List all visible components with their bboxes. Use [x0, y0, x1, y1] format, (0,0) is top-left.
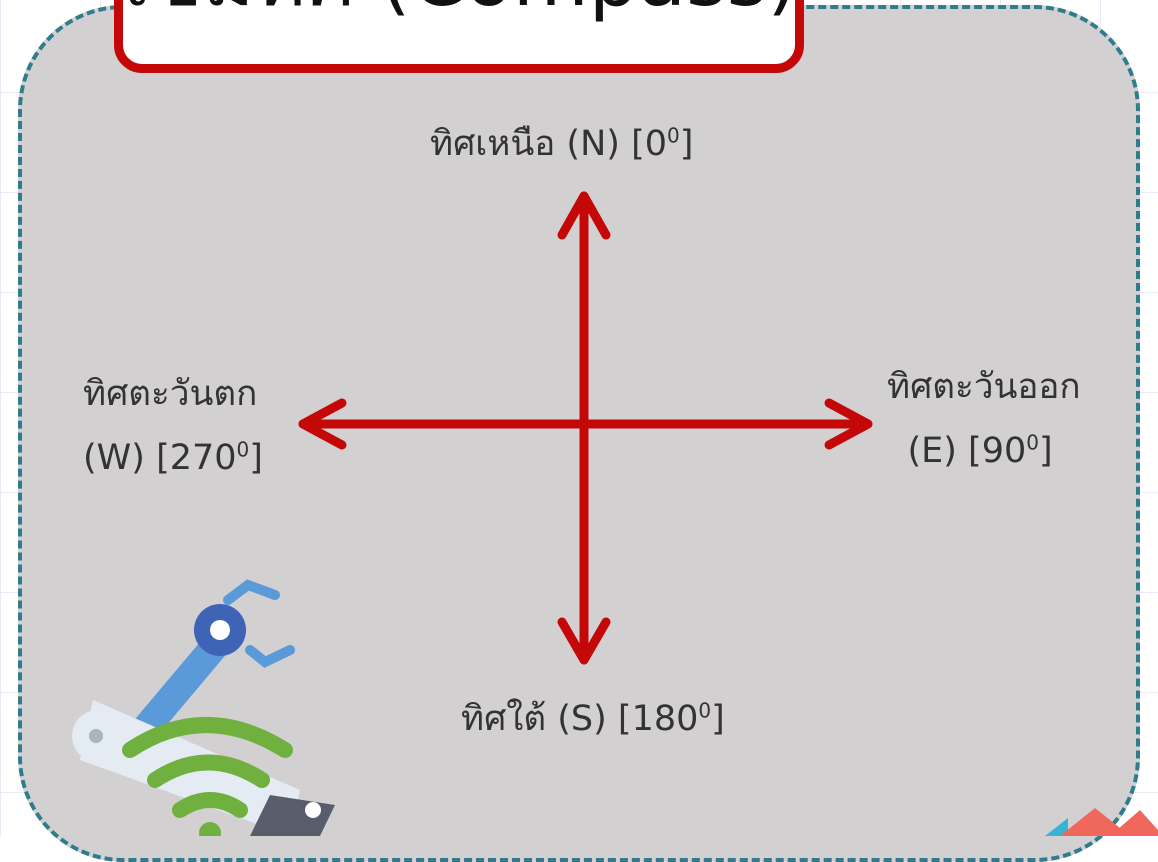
- east-label: ทิศตะวันออก (E) [900]: [887, 367, 1081, 471]
- corner-triangles-decoration: [1045, 808, 1158, 836]
- north-arrowhead: [557, 191, 611, 240]
- compass-cross: [72, 191, 1158, 836]
- south-arrowhead: [557, 617, 611, 665]
- north-label: ทิศเหนือ (N) [00]: [430, 123, 694, 164]
- south-label: ทิศใต้ (S) [1800]: [461, 698, 725, 739]
- east-arrowhead: [824, 398, 873, 450]
- west-arrowhead: [298, 398, 347, 450]
- west-label: ทิศตะวันตก (W) [2700]: [83, 374, 263, 478]
- robot-arm-wifi-icon: [72, 579, 335, 836]
- title-box: เข็มทิศ (Compass): [114, 0, 804, 73]
- page-title: เข็มทิศ (Compass): [123, 0, 795, 29]
